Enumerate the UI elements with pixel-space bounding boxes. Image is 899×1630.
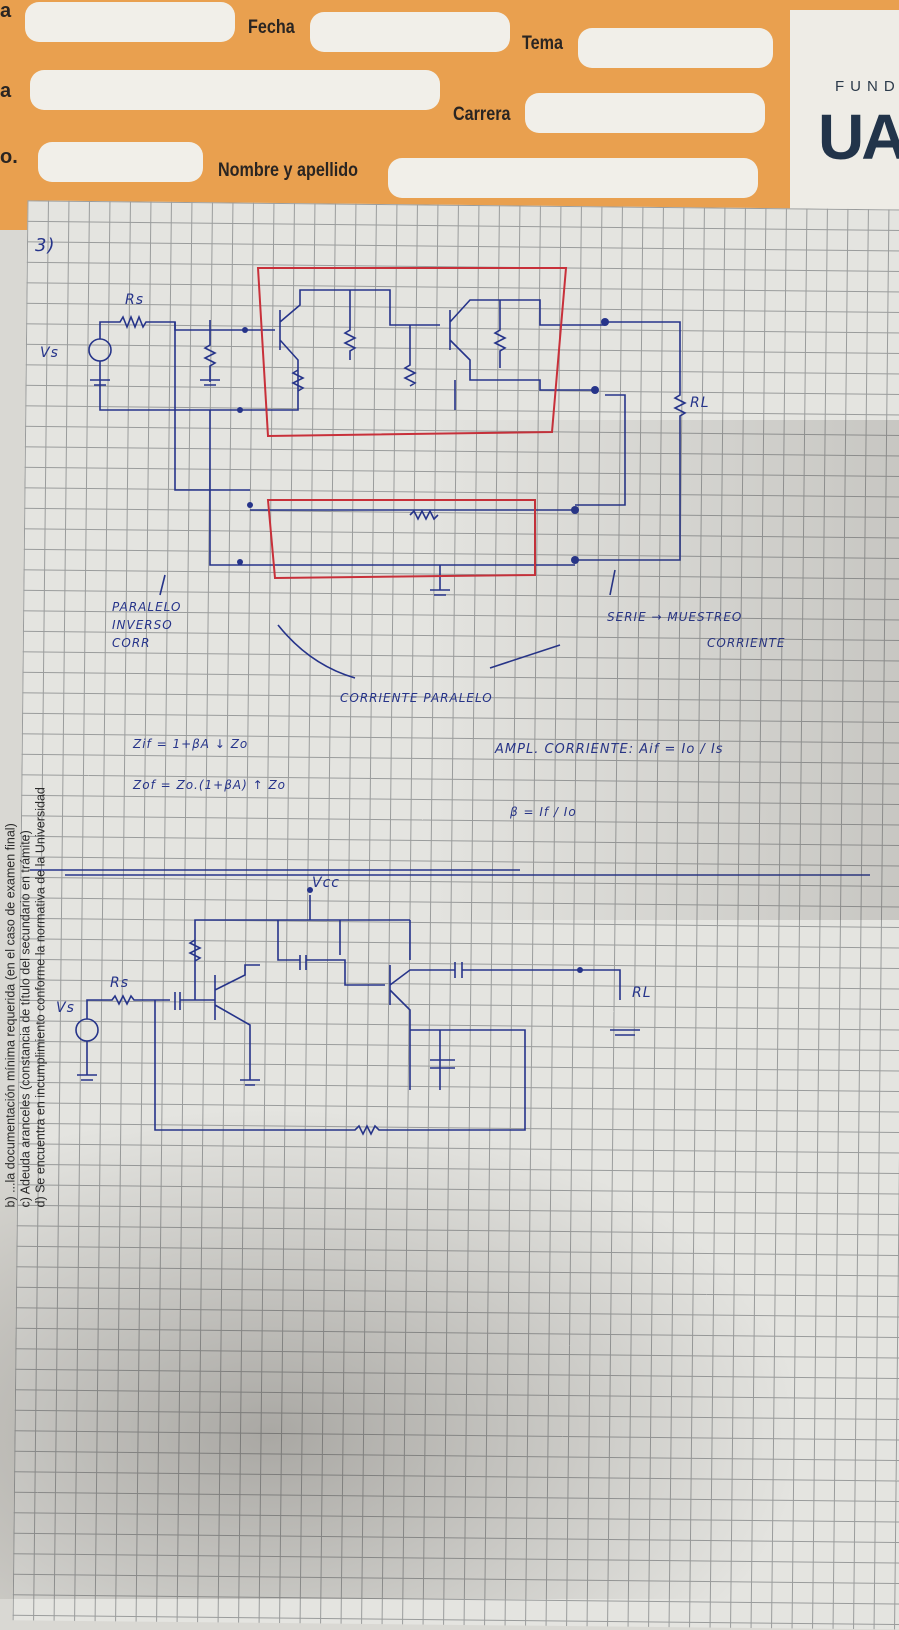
logo-panel (790, 10, 899, 230)
nombre-label: Nombre y apellido (218, 160, 358, 181)
note-line: CORR (112, 636, 151, 650)
beta-formula: β = If / Io (510, 805, 577, 819)
field-middle-left[interactable] (30, 70, 440, 110)
rl-label-bottom: RL (632, 985, 652, 1001)
rs-label-bottom: Rs (110, 975, 130, 991)
field-top-left[interactable] (25, 2, 235, 42)
field-bottom-left[interactable] (38, 142, 203, 182)
carrera-label: Carrera (453, 104, 511, 125)
exam-header: a a o. Fecha Tema Carrera Nombre y apell… (0, 0, 899, 230)
fecha-field[interactable] (310, 12, 510, 52)
rl-label: RL (690, 395, 710, 411)
vs-label-bottom: Vs (56, 1000, 75, 1016)
carrera-field[interactable] (525, 93, 765, 133)
tema-label: Tema (522, 33, 563, 54)
edge-label: a (0, 0, 12, 22)
red-box (256, 267, 568, 580)
vcc-label: Vcc (312, 875, 340, 891)
nombre-field[interactable] (388, 158, 758, 198)
paralelo-note: PARALELO INVERSO CORR (112, 598, 181, 652)
note-line: PARALELO (112, 600, 182, 614)
zof-formula: Zof = Zo.(1+βA) ↑ Zo (133, 778, 287, 792)
ampl-formula: AMPL. CORRIENTE: Aif = Io / Is (495, 742, 724, 757)
rs-label: Rs (125, 292, 145, 308)
serie-note-2: CORRIENTE (707, 636, 786, 650)
fecha-label: Fecha (248, 17, 295, 38)
source-icon (88, 338, 112, 362)
logo-mark: UA (818, 101, 899, 173)
note-line: INVERSO (112, 618, 173, 632)
vs-label: Vs (40, 345, 59, 361)
tema-field[interactable] (578, 28, 773, 68)
serie-note: SERIE → MUESTREO (607, 610, 743, 624)
logo-text: FUND (835, 78, 899, 95)
problem-number: 3) (35, 235, 56, 256)
edge-label: a (0, 80, 12, 102)
zif-formula: Zif = 1+βA ↓ Zo (133, 737, 249, 751)
corriente-paralelo-note: CORRIENTE PARALELO (340, 691, 493, 705)
edge-label: o. (0, 146, 18, 168)
